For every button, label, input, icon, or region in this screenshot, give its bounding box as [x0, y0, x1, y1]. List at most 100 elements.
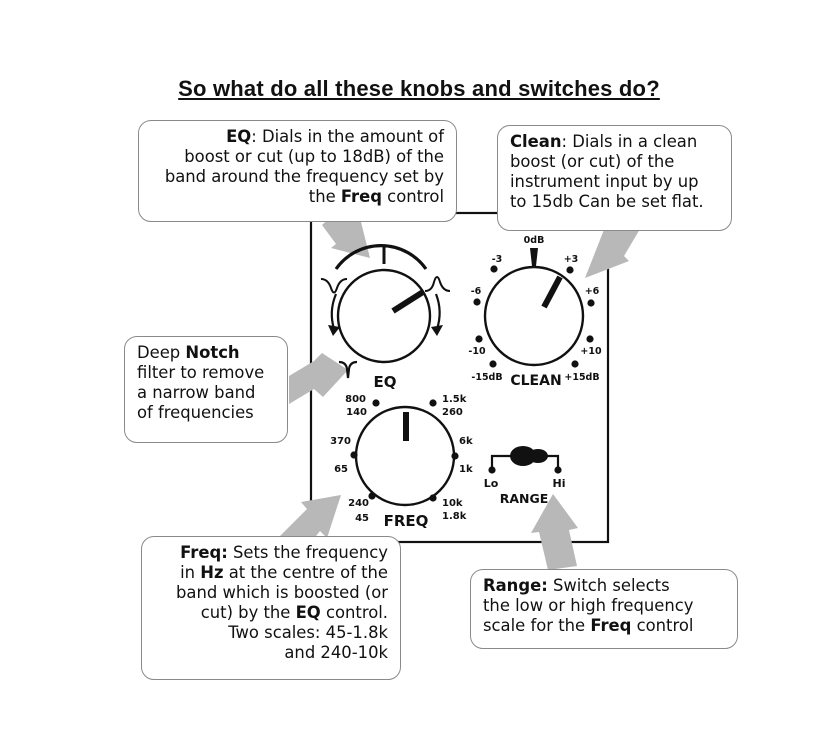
clean-knob-pointer	[541, 275, 563, 309]
freq-callout: Freq: Sets the frequency in Hz at the ce…	[141, 536, 401, 680]
notch-icon	[338, 360, 358, 379]
clean-dot-minus10	[475, 335, 483, 343]
page-title: So what do all these knobs and switches …	[178, 76, 660, 101]
freq-tick-45: 45	[355, 513, 369, 524]
clean-dot-minus6	[473, 298, 481, 306]
freq-tick-6k: 6k	[459, 436, 473, 447]
freq-tick-140: 140	[346, 407, 367, 418]
range-switch-lever-tip	[528, 449, 548, 463]
range-callout-freq-keyword: Freq	[590, 616, 632, 635]
notch-callout-line1-pre: Deep	[137, 343, 186, 362]
freq-callout-eq-keyword: EQ	[295, 603, 321, 622]
eq-range-arc	[334, 244, 428, 270]
freq-tick-370: 370	[330, 436, 351, 447]
clean-callout-line1: : Dials in a clean	[561, 132, 698, 151]
eq-left-arrowhead	[328, 325, 340, 336]
freq-callout-line6: and 240-10k	[284, 643, 388, 662]
range-switch[interactable]: Lo Hi RANGE	[484, 446, 566, 506]
freq-callout-line1: Sets the frequency	[227, 543, 388, 562]
freq-tick-260: 260	[442, 407, 463, 418]
clean-tick-plus3: +3	[564, 254, 579, 265]
freq-callout-hz-keyword: Hz	[200, 563, 224, 582]
freq-scale-dots	[350, 399, 459, 502]
notch-callout-keyword: Notch	[185, 343, 240, 362]
freq-knob-label: FREQ	[384, 512, 429, 530]
clean-callout-line2: boost (or cut) of the	[510, 152, 675, 171]
eq-callout-line2: boost or cut (up to 18dB) of the	[184, 147, 444, 166]
freq-callout-keyword: Freq:	[180, 543, 228, 562]
eq-right-arrowhead	[431, 325, 443, 336]
freq-dot-bottom-right	[429, 494, 437, 502]
clean-tick-plus6: +6	[585, 286, 600, 297]
range-callout: Range: Switch selects the low or high fr…	[470, 569, 738, 649]
pedal-panel	[309, 211, 610, 544]
freq-tick-800: 800	[345, 394, 366, 405]
freq-callout-line4-post: control.	[320, 603, 388, 622]
clean-tick-0db: 0dB	[524, 235, 545, 246]
freq-callout-line4-pre: cut) by the	[200, 603, 296, 622]
eq-callout: EQ: Dials in the amount of boost or cut …	[138, 120, 457, 222]
freq-callout-line3: band which is boosted (or	[176, 583, 388, 602]
freq-knob[interactable]: 800 140 1.5k 260 370 65 6k 1k 240 45 10k…	[330, 394, 473, 530]
eq-knob[interactable]: EQ	[320, 244, 451, 391]
clean-callout: Clean: Dials in a clean boost (or cut) o…	[497, 125, 732, 231]
notch-callout-line3: a narrow band	[137, 383, 256, 402]
clean-callout-line3: instrument input by up	[510, 172, 699, 191]
freq-tick-240: 240	[348, 498, 369, 509]
notch-pointer-arrow	[289, 353, 348, 404]
range-callout-line2: the low or high frequency	[483, 596, 694, 615]
notch-callout-line4: of frequencies	[137, 403, 254, 422]
range-pointer-arrow	[531, 494, 578, 570]
clean-dot-plus15	[571, 360, 579, 368]
range-callout-line3-pre: scale for the	[483, 616, 591, 635]
clean-tick-minus6: -6	[471, 286, 482, 297]
clean-tick-plus10: +10	[580, 346, 602, 357]
range-switch-lever[interactable]	[510, 446, 536, 466]
range-switch-label: RANGE	[500, 491, 549, 506]
eq-knob-label: EQ	[374, 373, 397, 391]
clean-zero-marker	[530, 248, 538, 266]
freq-callout-line2-pre: in	[180, 563, 201, 582]
eq-callout-line4-post: control	[381, 187, 444, 206]
clean-tick-plus15db: +15dB	[564, 372, 599, 383]
range-dot-lo	[488, 466, 496, 474]
range-dot-hi	[554, 466, 562, 474]
clean-knob[interactable]: 0dB -3 +3 -6 +6 -10 +10 -15dB +15dB CLEA…	[468, 235, 602, 389]
notch-callout: Deep Notch filter to remove a narrow ban…	[124, 336, 288, 443]
freq-dot-bottom-left	[368, 492, 376, 500]
eq-callout-keyword: EQ	[226, 127, 252, 146]
notch-callout-line2: filter to remove	[137, 363, 265, 382]
cut-curve-icon	[320, 278, 348, 294]
range-callout-keyword: Range:	[483, 576, 548, 595]
freq-dot-top-right	[429, 399, 437, 407]
freq-tick-1-5k: 1.5k	[442, 394, 467, 405]
range-callout-line1: Switch selects	[547, 576, 670, 595]
freq-tick-10k: 10k	[442, 498, 463, 509]
clean-tick-minus10: -10	[468, 346, 486, 357]
range-hi-label: Hi	[553, 477, 566, 490]
clean-dot-minus3	[490, 265, 498, 273]
freq-tick-1-8k: 1.8k	[442, 511, 467, 522]
freq-dot-top-left	[372, 399, 380, 407]
clean-dot-minus15	[489, 360, 497, 368]
eq-knob-pointer	[391, 289, 425, 314]
freq-tick-1k: 1k	[459, 464, 473, 475]
eq-callout-line1: : Dials in the amount of	[251, 127, 444, 146]
clean-callout-keyword: Clean	[510, 132, 562, 151]
range-lo-label: Lo	[484, 477, 499, 490]
clean-tick-minus3: -3	[492, 254, 503, 265]
eq-knob-body[interactable]	[336, 268, 432, 364]
freq-callout-line2-post: at the centre of the	[223, 563, 388, 582]
clean-dot-plus3	[566, 266, 574, 274]
eq-callout-line4-pre: the	[308, 187, 341, 206]
eq-callout-line3: band around the frequency set by	[164, 167, 444, 186]
clean-dot-plus6	[587, 299, 595, 307]
freq-callout-line5: Two scales: 45-1.8k	[228, 623, 388, 642]
clean-callout-line4: to 15db Can be set flat.	[510, 192, 704, 211]
clean-scale-dots	[473, 265, 595, 368]
boost-curve-icon	[424, 276, 451, 292]
clean-knob-label: CLEAN	[510, 373, 561, 389]
clean-tick-minus15db: -15dB	[471, 372, 502, 383]
clean-knob-body[interactable]	[483, 265, 585, 367]
